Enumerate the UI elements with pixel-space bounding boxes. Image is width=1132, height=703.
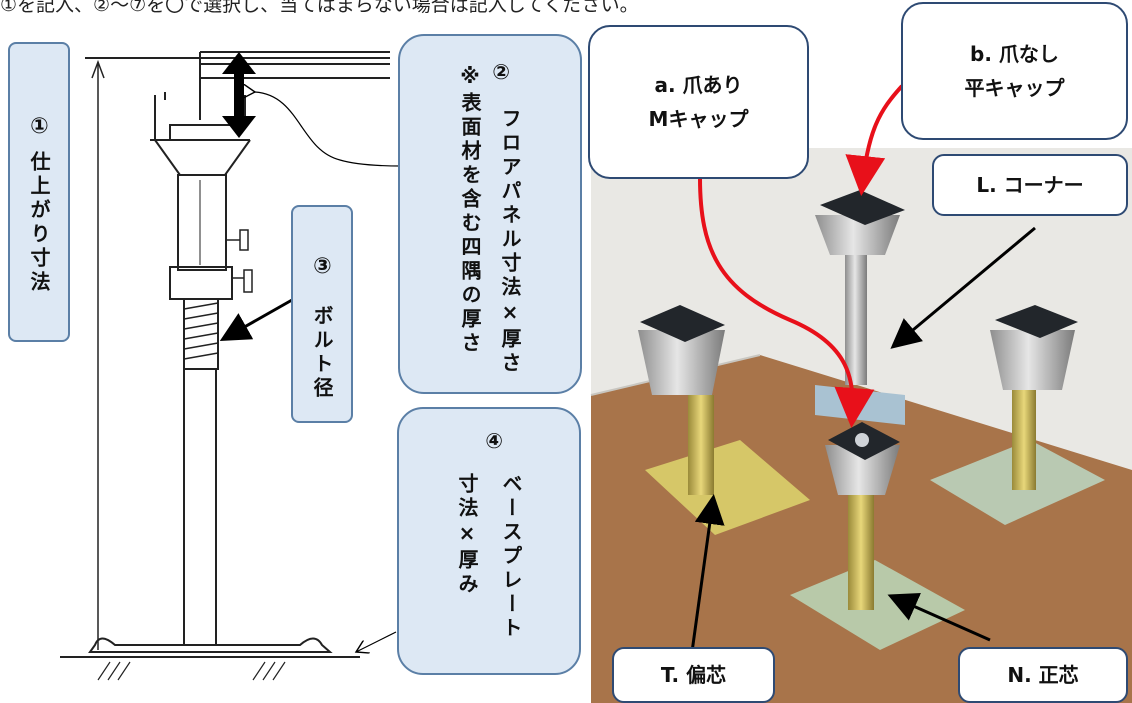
label-bolt-diameter: ③ ボルト径	[291, 205, 353, 423]
label-panel-num: ②	[492, 60, 514, 84]
pedestal-photo	[590, 148, 1132, 703]
callout-cap-claw-line2: Mキャップ	[648, 107, 749, 131]
panel-leader-line	[255, 92, 403, 167]
bolt-arrow	[219, 298, 293, 341]
callout-cap-claw-line1: a. 爪あり	[654, 73, 743, 97]
label-finish-height-num: ①	[27, 113, 52, 143]
offset-arrow	[690, 494, 725, 653]
label-panel-note: ※表面材を含む四隅の厚さ	[458, 64, 482, 356]
base-plate-leader	[356, 631, 397, 652]
label-base-plate: ④ ベースプレート 寸法×厚み	[397, 407, 581, 675]
pedestal-right	[930, 305, 1105, 525]
callout-cap-flat-line1: b. 爪なし	[970, 42, 1059, 66]
label-bolt-num: ③	[310, 253, 335, 283]
corner-arrow	[890, 226, 1036, 349]
callout-center: N. 正芯	[958, 647, 1128, 703]
callout-cap-flat-line2: 平キャップ	[964, 76, 1065, 100]
label-panel-text: フロアパネル寸法×厚さ	[498, 108, 522, 376]
callout-corner-text: L. コーナー	[976, 173, 1084, 197]
panel-thickness-arrow	[222, 52, 256, 138]
callout-cap-flat: b. 爪なし 平キャップ	[901, 2, 1128, 140]
callout-corner: L. コーナー	[932, 154, 1128, 216]
center-arrow	[887, 593, 991, 642]
callout-cap-claw: a. 爪あり Mキャップ	[588, 25, 809, 179]
label-panel-size: ② フロアパネル寸法×厚さ ※表面材を含む四隅の厚さ	[398, 34, 582, 394]
pedestal-center	[790, 422, 965, 650]
pedestal-left	[638, 305, 810, 535]
callout-offset: T. 偏芯	[612, 647, 775, 703]
label-base-plate-text-2: 寸法×厚み	[455, 473, 479, 597]
label-base-plate-text-1: ベースプレート	[499, 473, 523, 641]
callout-center-text: N. 正芯	[1007, 663, 1079, 687]
cap-claw-red-arrow	[698, 177, 875, 428]
callout-offset-text: T. 偏芯	[660, 663, 727, 687]
label-base-plate-num: ④	[485, 429, 507, 453]
label-finish-height: ① 仕上がり寸法	[8, 42, 70, 342]
cap-flat-red-arrow	[845, 84, 904, 196]
instruction-text: ①を記入、②〜⑦を〇で選択し、当てはまらない場合は記入してください。	[0, 0, 639, 16]
label-bolt-text: ボルト径	[310, 304, 334, 401]
pedestal-drawing	[60, 51, 390, 681]
label-finish-height-text: 仕上がり寸法	[27, 150, 51, 295]
